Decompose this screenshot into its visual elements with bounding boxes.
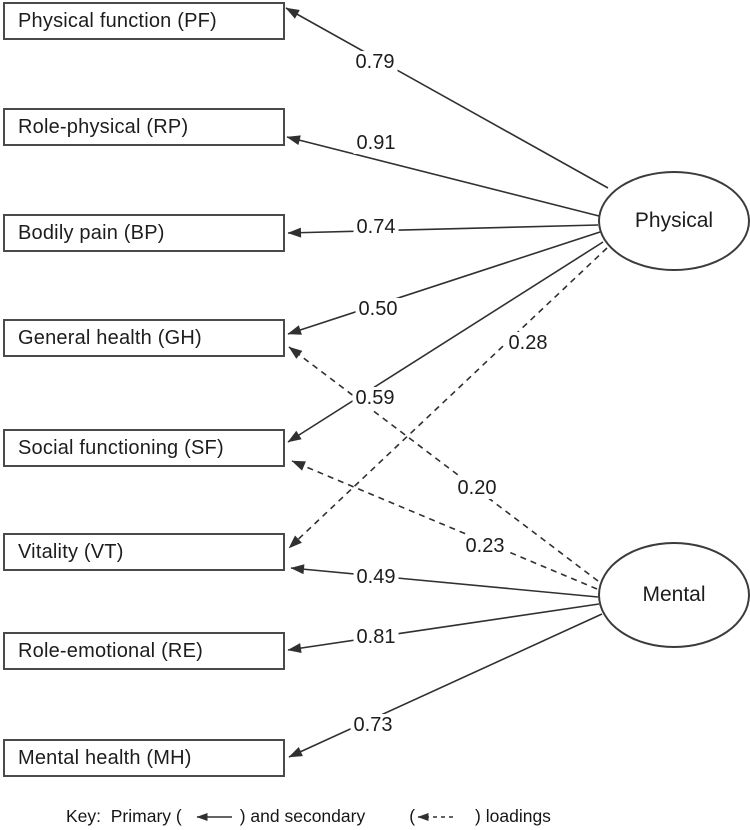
observed-variable-box-gh: General health (GH) [3,319,285,357]
factor-ellipse-physical: Physical [598,171,750,271]
primary-arrow-sample-icon [196,812,232,821]
factor-label: Mental [642,583,706,606]
observed-variable-label: Vitality (VT) [18,540,124,563]
observed-variable-box-bp: Bodily pain (BP) [3,214,285,252]
loading-value-label: 0.81 [353,626,399,648]
observed-variable-label: General health (GH) [18,326,202,349]
loading-line-physical-rp [286,135,600,217]
observed-variable-label: Social functioning (SF) [18,436,224,459]
observed-variable-label: Bodily pain (BP) [18,221,165,244]
loading-value-label: 0.28 [505,332,551,354]
loading-value-label: 0.91 [353,132,399,154]
factor-label: Physical [634,209,714,232]
observed-variable-label: Role-physical (RP) [18,115,189,138]
loading-line-mental-vt [290,564,599,598]
legend-text-suffix: ) loadings [475,806,551,826]
secondary-arrow-sample-icon [417,812,454,821]
loading-line-mental-gh-secondary [288,346,599,582]
observed-variable-label: Role-emotional (RE) [18,639,203,662]
loading-line-physical-pf [285,7,609,189]
loading-value-label: 0.20 [454,477,500,499]
loading-value-label: 0.73 [350,714,396,736]
loading-value-label: 0.49 [353,566,399,588]
loading-value-label: 0.59 [352,387,398,409]
legend: Key: Primary ( ) and secondary ( ) loadi… [66,806,551,827]
loading-value-label: 0.74 [353,216,399,238]
loading-line-physical-bp [287,224,599,238]
loading-line-mental-re [287,603,600,654]
observed-variable-box-re: Role-emotional (RE) [3,632,285,670]
observed-variable-label: Physical function (PF) [18,9,217,32]
loading-value-label: 0.50 [355,298,401,320]
legend-open-paren: ( [409,806,416,826]
loading-line-physical-sf [287,241,604,443]
observed-variable-box-sf: Social functioning (SF) [3,429,285,467]
observed-variable-box-mh: Mental health (MH) [3,739,285,777]
observed-variable-label: Mental health (MH) [18,746,192,769]
observed-variable-box-rp: Role-physical (RP) [3,108,285,146]
loading-line-mental-mh [288,613,603,758]
factor-ellipse-mental: Mental [598,542,750,648]
loading-line-physical-vt-secondary [288,247,608,549]
loading-value-label: 0.23 [462,535,508,557]
legend-text-middle: ) and secondary [239,806,366,826]
loading-line-physical-gh [287,231,601,335]
loading-value-label: 0.79 [352,51,398,73]
legend-text-prefix: Key: Primary ( [66,806,182,826]
observed-variable-box-vt: Vitality (VT) [3,533,285,571]
observed-variable-box-pf: Physical function (PF) [3,2,285,40]
loading-line-mental-sf-secondary [291,460,598,590]
